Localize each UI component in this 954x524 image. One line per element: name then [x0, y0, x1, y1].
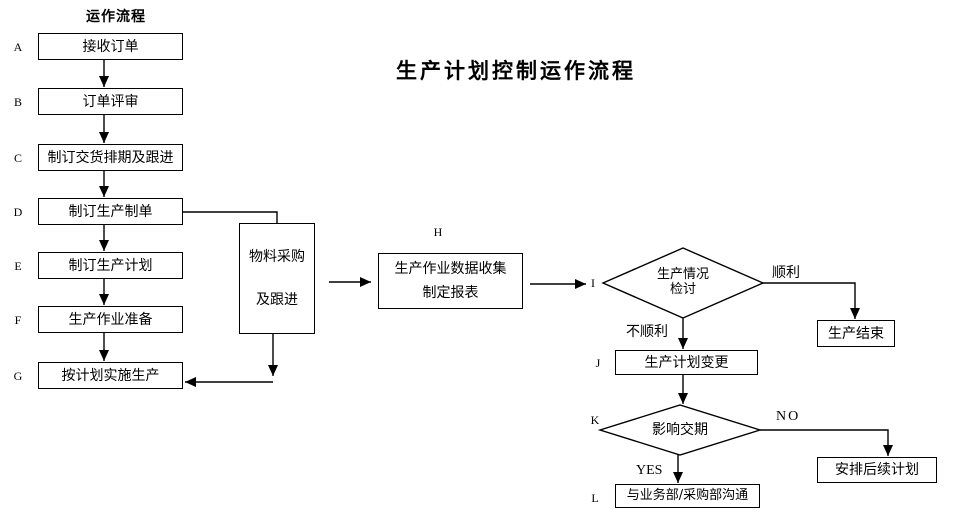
branch-label-yes: YES	[636, 463, 663, 478]
arrow-k-followup	[760, 429, 893, 456]
decision-diamond-production-review	[601, 247, 765, 319]
step-letter-b: B	[13, 95, 22, 109]
data-collection-box: 生产作业数据收集 制定报表	[378, 253, 523, 309]
plan-change-box: 生产计划变更	[615, 350, 758, 375]
production-end-box: 生产结束	[817, 320, 895, 347]
step-box-execute-production: 按计划实施生产	[38, 362, 183, 389]
production-review-line2: 检讨	[669, 282, 696, 297]
line-d-material	[183, 211, 278, 223]
step-letter-g: G	[13, 369, 23, 383]
material-purchase-box: 物料采购 及跟进	[239, 223, 315, 334]
node-letter-k: K	[590, 413, 600, 427]
material-purchase-line1: 物料采购	[249, 248, 305, 265]
page-title: 生产计划控制运作流程	[396, 59, 636, 83]
branch-label-no: NO	[776, 409, 801, 424]
branch-label-smooth: 顺利	[772, 265, 800, 281]
node-letter-l: L	[591, 491, 599, 505]
step-letter-d: D	[13, 205, 23, 219]
decision-diamond-delivery-impact	[597, 404, 763, 456]
material-purchase-line2: 及跟进	[256, 292, 298, 309]
data-collection-line2: 制定报表	[422, 284, 479, 301]
step-box-delivery-schedule: 制订交货排期及跟进	[38, 144, 183, 171]
step-box-operation-prep: 生产作业准备	[38, 306, 183, 333]
followup-plan-box: 安排后续计划	[817, 457, 937, 483]
step-letter-c: C	[13, 151, 22, 165]
production-review-line1: 生产情况	[656, 267, 709, 282]
step-letter-a: A	[13, 40, 23, 54]
node-letter-j: J	[595, 356, 601, 370]
step-letter-f: F	[14, 313, 22, 327]
data-collection-line1: 生产作业数据收集	[394, 261, 507, 278]
step-letter-e: E	[14, 259, 22, 273]
step-box-production-sheet: 制订生产制单	[38, 198, 183, 225]
communicate-box: 与业务部/采购部沟通	[615, 484, 760, 508]
step-box-production-plan: 制订生产计划	[38, 252, 183, 279]
step-box-receive-order: 接收订单	[38, 33, 183, 60]
branch-label-not-smooth: 不顺利	[626, 324, 668, 340]
delivery-impact-diamond-label: 影响交期	[652, 422, 708, 438]
step-box-order-review: 订单评审	[38, 88, 183, 115]
node-letter-h: H	[433, 225, 443, 239]
production-review-diamond-label: 生产情况 检讨	[613, 267, 753, 297]
arrow-i-end	[763, 282, 860, 319]
column-header: 运作流程	[86, 9, 146, 25]
node-letter-i: I	[591, 276, 595, 290]
